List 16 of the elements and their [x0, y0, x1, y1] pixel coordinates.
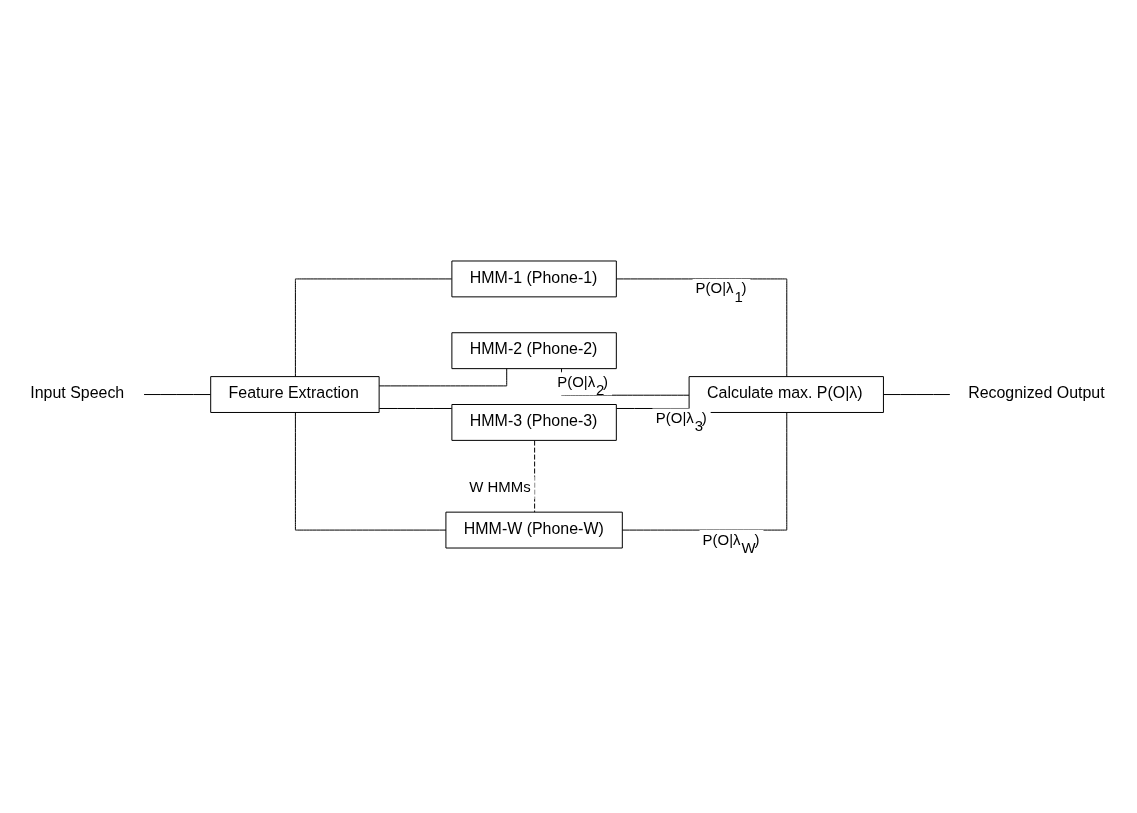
connector [294, 411, 447, 531]
connector [883, 393, 951, 395]
node-text: Recognized Output [968, 383, 1105, 401]
connector [622, 411, 788, 531]
connector [143, 393, 211, 395]
node-text: Input Speech [30, 383, 125, 401]
node-box: HMM-2 (Phone-2) [451, 331, 617, 369]
connector [294, 277, 453, 377]
node-box: HMM-3 (Phone-3) [451, 403, 617, 441]
edge-label: W HMMs [469, 477, 531, 495]
node-box: HMM-W (Phone-W) [445, 511, 623, 549]
node-box: Calculate max. P(O|λ) [688, 375, 884, 413]
node-box: Feature Extraction [210, 375, 380, 413]
node-box: HMM-1 (Phone-1) [451, 260, 617, 297]
connector [378, 367, 508, 386]
connector [378, 407, 453, 409]
